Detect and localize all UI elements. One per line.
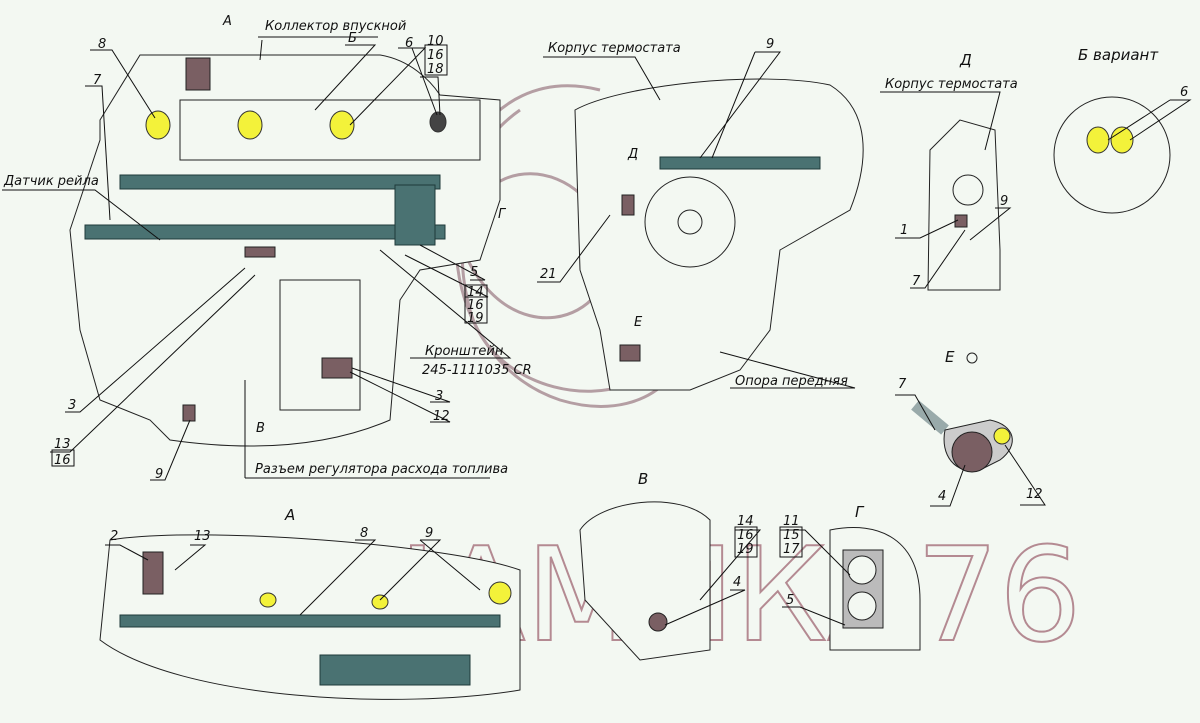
callout-19: 19 (467, 311, 484, 326)
view-g-title: Г (855, 503, 865, 521)
callout-13: 13 (194, 529, 211, 544)
callout-9: 9 (1000, 194, 1008, 209)
callout-15: 15 (783, 528, 800, 543)
callout-10: 10 (427, 34, 444, 49)
callout-2: 2 (110, 529, 118, 544)
callout-13: 13 (54, 437, 71, 452)
callout-7: 7 (912, 274, 921, 289)
view-e-title: Е (945, 348, 955, 366)
callout-5: 5 (786, 593, 794, 608)
view-b-variant-title: Б вариант (1078, 46, 1159, 64)
callout-12: 12 (433, 409, 450, 424)
callout-9: 9 (766, 37, 774, 52)
callout-11: 11 (783, 514, 800, 529)
view-v-marker: В (256, 421, 265, 436)
callout-16: 16 (427, 48, 444, 63)
label-front-support: Опора передняя (735, 374, 848, 389)
label-intake-manifold: Коллектор впускной (265, 19, 406, 34)
callout-4: 4 (733, 575, 741, 590)
callout-16: 16 (467, 298, 484, 313)
callout-7: 7 (93, 73, 102, 88)
view-g-detail (829, 527, 921, 651)
callout-4: 4 (938, 489, 946, 504)
view-v-detail (579, 501, 711, 661)
leader-lines (2, 36, 1192, 626)
callout-3: 3 (68, 398, 76, 413)
callout-14: 14 (467, 285, 484, 300)
view-a-title: А (284, 506, 295, 524)
callout-9: 9 (155, 467, 163, 482)
callout-17: 17 (783, 542, 800, 557)
callout-19: 19 (737, 542, 754, 557)
view-g-marker: Г (498, 207, 507, 222)
view-e-detail (911, 352, 1013, 473)
front-engine-view (574, 78, 864, 391)
callout-16: 16 (737, 528, 754, 543)
view-d-detail (927, 119, 1001, 291)
callout-8: 8 (360, 526, 368, 541)
view-a-marker: А (222, 14, 232, 29)
view-v-title: В (638, 470, 648, 488)
label-bracket-part-number: 245-1111035 CR (422, 363, 532, 378)
callout-12: 12 (1026, 487, 1043, 502)
callout-1: 1 (900, 223, 908, 238)
main-engine-view (69, 54, 501, 447)
label-bracket: Кронштейн (425, 344, 504, 359)
callout-7: 7 (898, 377, 907, 392)
callout-8: 8 (98, 37, 106, 52)
label-fuel-regulator-connector: Разъем регулятора расхода топлива (255, 462, 508, 477)
view-e-marker: Е (634, 315, 643, 330)
view-b-marker: Б (348, 31, 357, 46)
view-b-variant-detail (1053, 96, 1171, 214)
callout-6: 6 (1180, 85, 1188, 100)
label-thermostat-housing: Корпус термостата (548, 41, 681, 56)
view-d-title: Д (959, 51, 972, 69)
view-a-detail (99, 534, 521, 700)
callout-3: 3 (435, 389, 443, 404)
callout-5: 5 (470, 265, 478, 280)
callout-21: 21 (540, 267, 557, 282)
callout-16: 16 (54, 453, 71, 468)
view-d-marker: Д (627, 147, 638, 162)
label-thermostat-housing: Корпус термостата (885, 77, 1018, 92)
callout-14: 14 (737, 514, 754, 529)
callout-6: 6 (405, 36, 413, 51)
callout-18: 18 (427, 62, 444, 77)
label-rail-sensor: Датчик рейла (3, 174, 99, 189)
callout-9: 9 (425, 526, 433, 541)
